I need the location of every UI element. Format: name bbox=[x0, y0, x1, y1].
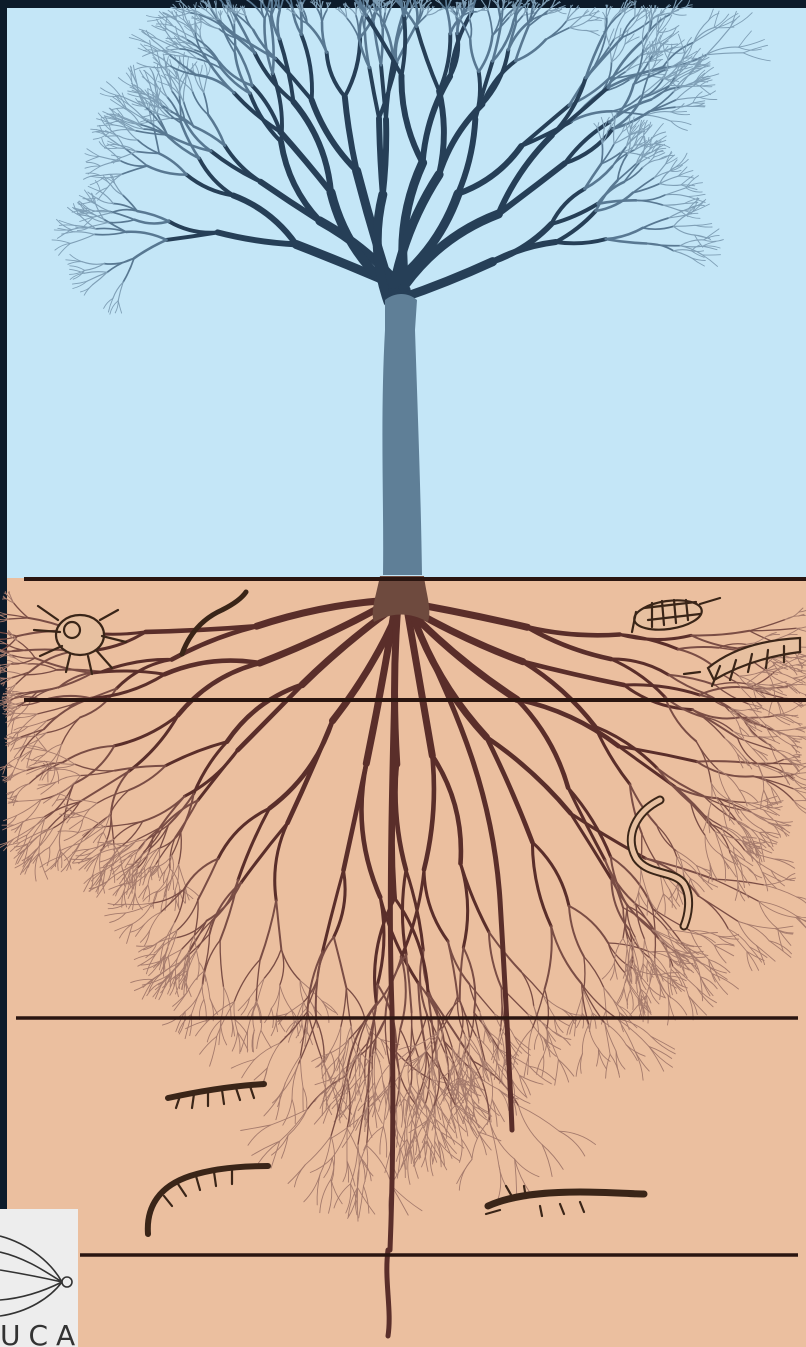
crown-branch bbox=[451, 6, 452, 7]
taproot bbox=[387, 1250, 389, 1336]
crown-branch bbox=[469, 8, 470, 11]
crown-branch bbox=[54, 230, 71, 231]
uca-logo: UCA bbox=[0, 1209, 83, 1347]
logo-text: UCA bbox=[0, 1319, 83, 1347]
crown-branch bbox=[208, 0, 209, 1]
crown-branch bbox=[457, 2, 458, 4]
crown-branch bbox=[317, 2, 318, 4]
crown-branch bbox=[692, 106, 704, 107]
crown-branch bbox=[104, 148, 118, 149]
crown-branch bbox=[383, 119, 386, 194]
root-branch bbox=[0, 668, 2, 669]
root-branch bbox=[770, 688, 788, 689]
crown-branch bbox=[494, 0, 495, 2]
